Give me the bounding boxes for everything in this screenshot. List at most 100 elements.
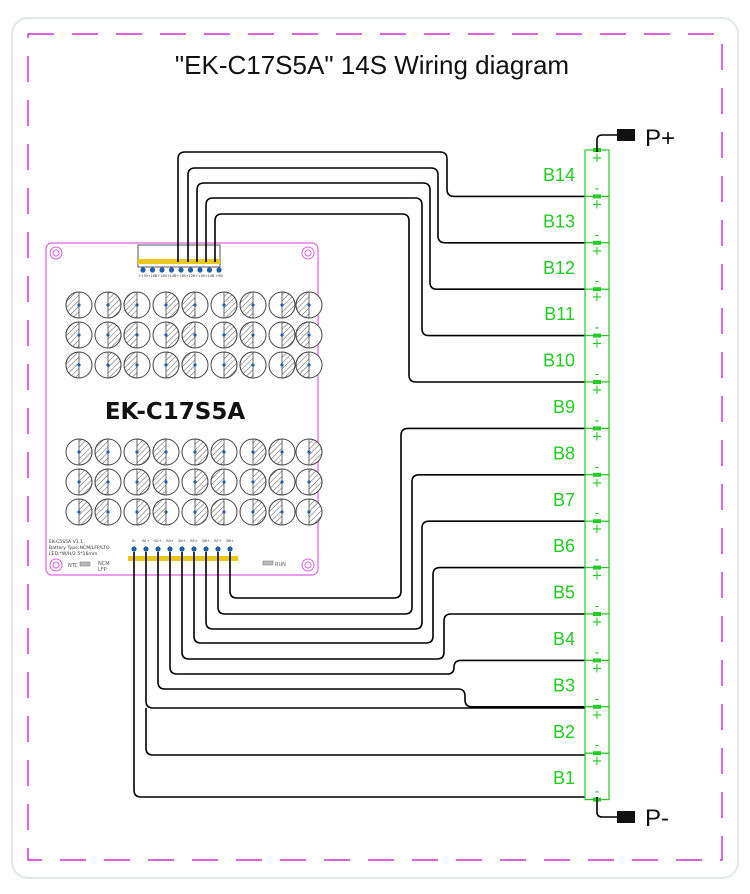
cell-minus-sign: -: [595, 228, 600, 243]
mosfet-component: [94, 291, 122, 319]
ntc-label: NTC: [68, 563, 79, 569]
wire: [157, 552, 597, 708]
cell-box: [584, 242, 610, 290]
mosfet-component: [210, 498, 238, 526]
header-pin: [197, 267, 203, 273]
mosfet-component: [152, 498, 180, 526]
cell-b2: +-B2: [553, 706, 610, 754]
cell-plus-sign: +: [592, 383, 603, 398]
ncm-label: NCM: [98, 561, 110, 567]
board-info-line: LED:*W/H/2.5*16mm: [49, 551, 98, 557]
header-pin-label: +16B: [148, 274, 158, 278]
cell-plus-sign: +: [592, 244, 603, 259]
cell-box: [584, 195, 610, 244]
mosfet-component: [239, 351, 267, 379]
header-pin-label: B6+: [202, 539, 209, 543]
mosfet-component: [295, 351, 323, 379]
cell-label: B13: [543, 211, 575, 231]
cell-label: B5: [553, 583, 575, 603]
cell-label: B14: [543, 165, 575, 185]
mosfet-component: [152, 438, 180, 466]
mosfet-component: [152, 351, 180, 379]
wire: [205, 197, 597, 337]
cell-terminal: [593, 565, 601, 570]
cell-box: [584, 427, 610, 476]
header-pin-label: +15B: [157, 274, 167, 278]
header-pin: [155, 546, 161, 552]
cell-b12: + - B12: [543, 242, 610, 290]
diagram-title: "EK-C17S5A" 14S Wiring diagram: [175, 50, 569, 80]
header-pin: [227, 546, 233, 552]
cell-terminal: [593, 426, 601, 431]
wire: [181, 552, 597, 660]
mosfet-component: [123, 468, 151, 496]
mosfet-component: [268, 351, 296, 379]
mosfet-component: [239, 468, 267, 496]
cell-label: B8: [553, 443, 575, 463]
cell-terminal: [593, 519, 601, 524]
mosfet-component: [94, 321, 122, 349]
p-plus-connector: [617, 129, 635, 141]
bottom-header-strip: [128, 556, 238, 561]
mosfet-component: [123, 321, 151, 349]
cell-terminal: [593, 194, 601, 199]
wire: [193, 552, 597, 644]
header-pin-label: B8+: [226, 539, 233, 543]
cell-box: [584, 613, 610, 662]
wire: [205, 520, 597, 630]
header-pin: [191, 546, 197, 552]
run-led: [262, 560, 274, 566]
cell-b4: +-B4: [553, 613, 610, 662]
header-pin-label: B4+: [178, 539, 185, 543]
cell-label: B12: [543, 258, 575, 278]
mosfet-component: [65, 321, 93, 349]
cell-terminal: [593, 333, 601, 338]
mosfet-component: [239, 438, 267, 466]
mosfet-component: [123, 291, 151, 319]
cell-minus-sign: -: [595, 692, 600, 707]
cell-minus-sign: -: [595, 413, 600, 428]
wire: [145, 708, 597, 756]
cell-minus-sign: -: [595, 785, 600, 800]
cell-plus-sign: +: [592, 569, 603, 584]
mosfet-component: [268, 498, 296, 526]
cell-minus-sign: -: [595, 738, 600, 753]
cell-minus-sign: -: [595, 506, 600, 521]
cell-b6: +-B6: [553, 520, 610, 569]
cell-box: [584, 520, 610, 569]
cell-box: [584, 474, 610, 522]
mosfet-component: [181, 468, 209, 496]
cell-minus-sign: -: [595, 553, 600, 568]
header-pin-label: B5+: [190, 539, 197, 543]
header-pin-label: B-: [132, 539, 136, 543]
wire: [229, 427, 597, 599]
mosfet-component: [210, 438, 238, 466]
wire: [169, 552, 597, 675]
p-plus-wire: [596, 134, 617, 152]
cell-b10: +-B10: [543, 335, 610, 383]
cell-terminal: [593, 380, 601, 384]
cell-minus-sign: -: [595, 274, 600, 289]
header-pin: [131, 546, 137, 552]
wire: [145, 552, 597, 709]
header-pin: [168, 267, 175, 273]
cell-terminal: [593, 704, 601, 709]
top-header-outline: [137, 244, 221, 268]
cell-plus-sign: +: [592, 429, 603, 444]
cell-label: B7: [553, 490, 575, 510]
mounting-hole: [49, 558, 63, 572]
cell-b3: +-B3: [553, 659, 610, 708]
wire: [196, 182, 597, 290]
top-header-strip: [138, 259, 220, 264]
mosfet-component: [239, 321, 267, 349]
cell-b7: + - B7: [553, 474, 610, 522]
mounting-hole: [301, 246, 315, 260]
cell-box: [584, 288, 610, 337]
mounting-hole: [49, 246, 63, 260]
cell-plus-sign: +: [592, 476, 603, 491]
mosfet-component: [239, 291, 267, 319]
mosfet-component: [123, 498, 151, 526]
dashed-border: [27, 33, 723, 861]
